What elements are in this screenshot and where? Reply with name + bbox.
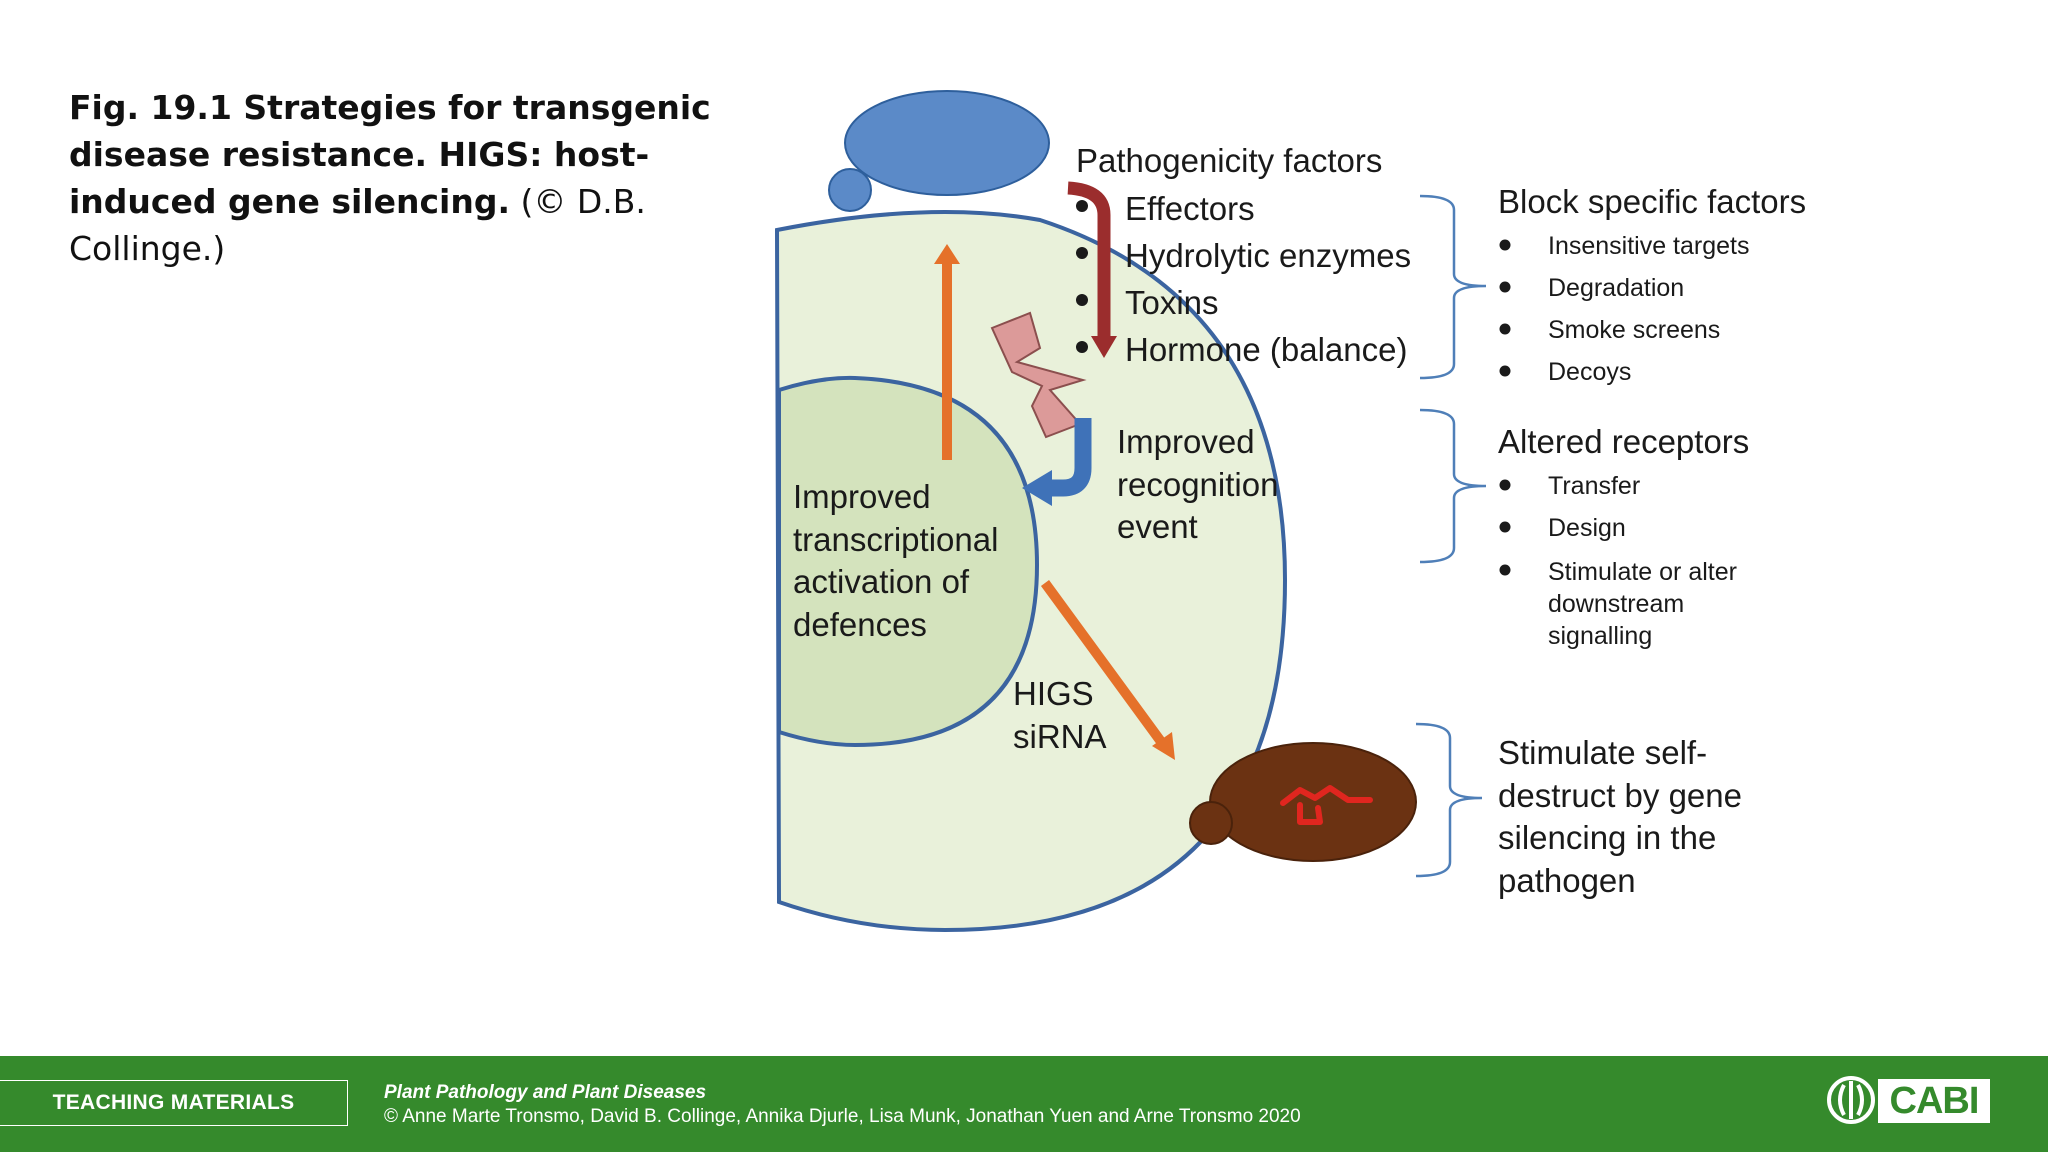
block-heading: Block specific factors (1498, 183, 1806, 220)
self-destruct-label: Stimulate self- (1498, 734, 1707, 771)
bullet (1076, 341, 1088, 353)
receptors-item: Transfer (1548, 472, 1640, 500)
higs-label: HIGS (1013, 675, 1094, 712)
block-item: Decoys (1548, 358, 1631, 386)
defence-activation-arrowhead (934, 244, 960, 264)
bracket-block (1419, 194, 1487, 380)
receptors-item-continued: downstream (1548, 590, 1684, 618)
higs-arrow (1040, 580, 1167, 746)
footer-bar: TEACHING MATERIALS Plant Pathology and P… (0, 1056, 2048, 1152)
fungal-pathogen-bottom (1209, 742, 1417, 862)
block-item: Smoke screens (1548, 316, 1720, 344)
bullet (1499, 365, 1511, 377)
self-destruct-label: silencing in the (1498, 819, 1716, 856)
pathogenicity-item: Toxins (1125, 284, 1219, 321)
transcription-label: defences (793, 606, 927, 643)
recognition-label: recognition (1117, 466, 1278, 503)
bullet (1499, 239, 1511, 251)
nucleus (777, 375, 1040, 748)
bullet (1076, 294, 1088, 306)
higs-label: siRNA (1013, 718, 1107, 755)
receptors-item: Design (1548, 514, 1626, 542)
fungal-spore-bottom (1189, 801, 1233, 845)
pathogenicity-heading: Pathogenicity factors (1076, 142, 1382, 179)
transcription-label: Improved (793, 478, 931, 515)
self-destruct-label: pathogen (1498, 862, 1636, 899)
fungal-spore-top (828, 168, 872, 212)
bracket-self-destruct (1415, 722, 1483, 878)
recognition-arrow (1050, 418, 1092, 497)
receptors-heading: Altered receptors (1498, 423, 1749, 460)
pathogenicity-arrowhead (1091, 336, 1117, 358)
book-title: Plant Pathology and Plant Diseases (384, 1082, 707, 1103)
bullet (1076, 247, 1088, 259)
lightning-bolt (990, 311, 1087, 439)
bullet (1076, 200, 1088, 212)
pathogenicity-item: Effectors (1125, 190, 1255, 227)
teaching-materials-label: TEACHING MATERIALS (0, 1080, 348, 1126)
bullet (1499, 323, 1511, 335)
recognition-label: event (1117, 508, 1198, 545)
receptors-item-continued: signalling (1548, 622, 1652, 650)
bracket-receptors (1419, 408, 1487, 564)
copyright-text: © Anne Marte Tronsmo, David B. Collinge,… (384, 1106, 1301, 1127)
recognition-arrowhead (1022, 470, 1052, 506)
cabi-logo-icon (1827, 1076, 1875, 1124)
figure-caption: Fig. 19.1 Strategies for transgenic dise… (69, 84, 769, 272)
block-item: Insensitive targets (1548, 232, 1750, 260)
block-item: Degradation (1548, 274, 1684, 302)
silenced-gene-mark (1280, 785, 1373, 825)
bullet (1499, 479, 1511, 491)
self-destruct-label: destruct by gene (1498, 777, 1742, 814)
pathogenicity-arrow (1067, 181, 1111, 338)
recognition-label: Improved (1117, 423, 1255, 460)
bullet (1499, 521, 1511, 533)
pathogenicity-item: Hormone (balance) (1125, 331, 1407, 368)
fungal-pathogen-top (844, 90, 1050, 196)
higs-arrowhead (1152, 732, 1175, 760)
transcription-label: transcriptional (793, 521, 998, 558)
cabi-logo-text: CABI (1878, 1079, 1990, 1123)
receptors-item: Stimulate or alter (1548, 558, 1737, 586)
caption-bold: Fig. 19.1 Strategies for transgenic dise… (69, 88, 711, 221)
transcription-label: activation of (793, 563, 970, 600)
pathogenicity-item: Hydrolytic enzymes (1125, 237, 1411, 274)
bullet (1499, 281, 1511, 293)
caption-credit: (© D.B. Collinge.) (69, 182, 646, 268)
bullet (1499, 564, 1511, 576)
disease-resistance-diagram: Pathogenicity factors Effectors Hydrolyt… (774, 90, 1806, 933)
